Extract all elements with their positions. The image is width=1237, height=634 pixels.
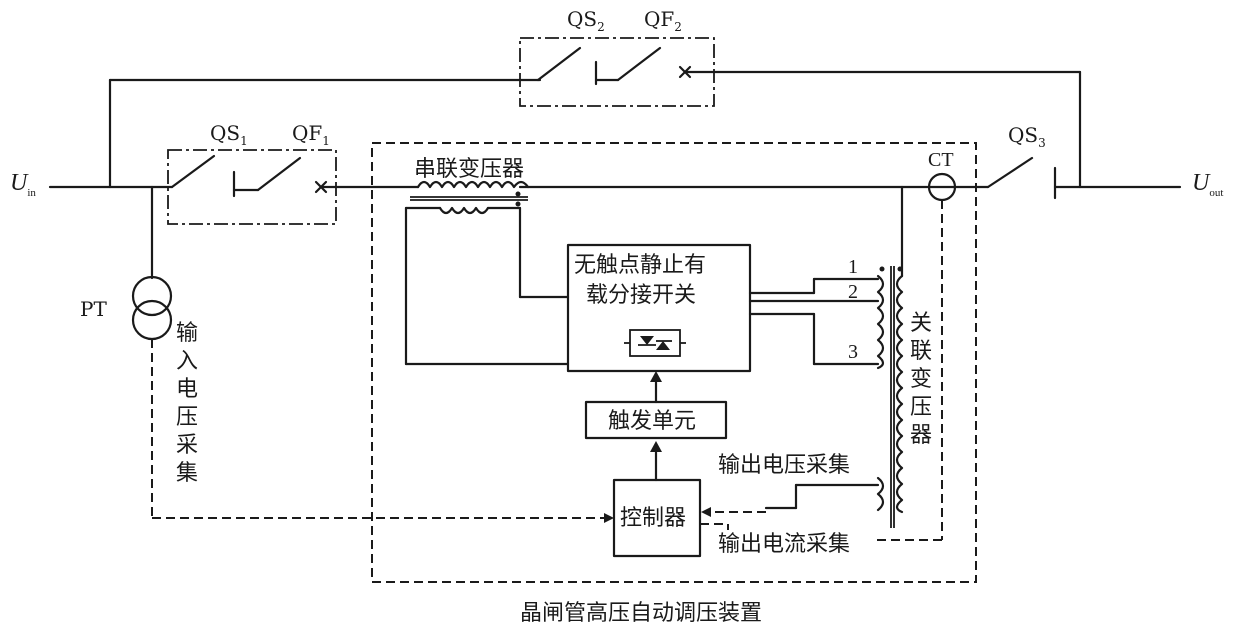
qs2-label: QS2 xyxy=(567,7,605,34)
trigger-unit-label: 触发单元 xyxy=(608,409,696,434)
ct-label: CT xyxy=(928,149,954,171)
svg-text:压: 压 xyxy=(176,405,198,430)
device-enclosure xyxy=(371,142,977,583)
tap-switch-label-line1: 无触点静止有 xyxy=(574,253,706,278)
svg-text:变: 变 xyxy=(910,367,932,392)
input-voltage-arrowhead xyxy=(604,513,614,523)
tap-wires xyxy=(748,277,880,366)
u-in-label: Uin xyxy=(10,170,36,199)
qf1-label: QF1 xyxy=(292,121,330,148)
svg-text:联: 联 xyxy=(910,339,932,364)
input-voltage-label: 输 入 电 压 采 集 xyxy=(176,321,198,486)
tap-3-label: 3 xyxy=(848,341,858,363)
tap-1-label: 1 xyxy=(848,256,858,278)
controller-to-trigger-arrow xyxy=(650,441,662,482)
trigger-to-switch-arrow xyxy=(650,371,662,404)
output-voltage-label: 输出电压采集 xyxy=(718,453,850,478)
qs3-switch xyxy=(986,156,1057,200)
figure-caption: 晶闸管高压自动调压装置 xyxy=(520,601,762,626)
svg-text:电: 电 xyxy=(176,377,198,402)
tap-switch-block xyxy=(566,243,752,373)
input-voltage-signal-line xyxy=(151,339,612,519)
svg-text:采: 采 xyxy=(176,433,198,458)
qs1-qf1-switch-box xyxy=(167,149,337,225)
series-transformer xyxy=(404,180,570,366)
thyristor-icon xyxy=(624,329,686,357)
series-transformer-label: 串联变压器 xyxy=(414,157,524,182)
coupling-transformer-label: 关 联 变 压 器 xyxy=(910,311,932,448)
qs2-qf2-switch-box xyxy=(519,37,715,107)
output-voltage-sampling-line xyxy=(701,483,880,517)
tap-switch-label-line2: 载分接开关 xyxy=(586,283,696,308)
qs3-label: QS3 xyxy=(1008,123,1046,150)
svg-text:输: 输 xyxy=(176,321,198,346)
pt-label: PT xyxy=(80,297,107,321)
bypass-line xyxy=(108,70,1082,189)
controller-label: 控制器 xyxy=(620,506,686,531)
u-out-label: Uout xyxy=(1192,170,1223,199)
qf2-label: QF2 xyxy=(644,7,682,34)
svg-text:器: 器 xyxy=(910,423,932,448)
output-current-label: 输出电流采集 xyxy=(718,532,850,557)
svg-text:集: 集 xyxy=(176,461,198,486)
svg-text:关: 关 xyxy=(910,311,932,336)
qs1-label: QS1 xyxy=(210,121,248,148)
svg-text:压: 压 xyxy=(910,395,932,420)
tap-2-label: 2 xyxy=(848,281,858,303)
output-current-signal-line xyxy=(700,200,943,541)
pt-transformer xyxy=(131,185,173,341)
coupling-transformer xyxy=(876,185,904,528)
svg-text:入: 入 xyxy=(176,349,198,374)
